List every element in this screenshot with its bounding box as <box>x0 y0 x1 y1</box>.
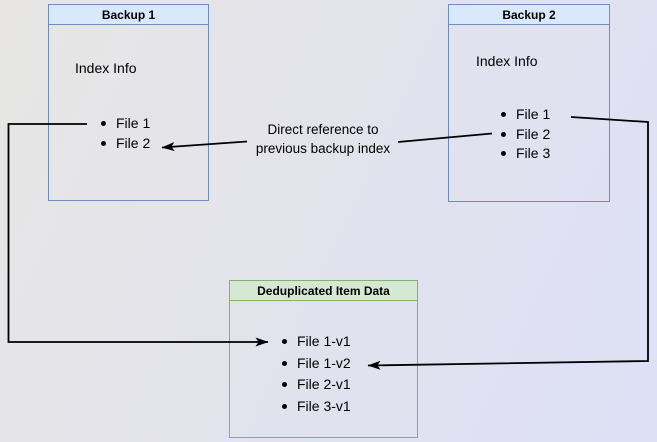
list-item: File 2 <box>101 133 150 153</box>
backup1-file-list: File 1 File 2 <box>101 113 150 153</box>
backup1-header: Backup 1 <box>49 5 208 25</box>
list-item: File 1 <box>501 105 550 125</box>
dedup-box: Deduplicated Item Data File 1-v1 File 1-… <box>229 280 418 438</box>
backup2-header: Backup 2 <box>449 5 609 25</box>
list-item: File 1 <box>101 113 150 133</box>
annotation-line1: Direct reference to <box>267 122 379 137</box>
backup2-box: Backup 2 Index Info File 1 File 2 File 3 <box>448 4 610 202</box>
list-item: File 2-v1 <box>282 374 351 396</box>
backup1-index-info-label: Index Info <box>75 60 137 76</box>
backup2-title: Backup 2 <box>502 7 556 22</box>
backup2-index-info-label: Index Info <box>476 53 538 69</box>
list-item: File 3 <box>501 144 550 164</box>
dedup-title: Deduplicated Item Data <box>257 283 390 298</box>
backup1-box: Backup 1 Index Info File 1 File 2 <box>48 4 209 201</box>
backup2-file-list: File 1 File 2 File 3 <box>501 105 550 164</box>
dedup-header: Deduplicated Item Data <box>230 281 417 301</box>
list-item: File 3-v1 <box>282 396 351 418</box>
list-item: File 2 <box>501 125 550 145</box>
dedup-file-list: File 1-v1 File 1-v2 File 2-v1 File 3-v1 <box>282 331 351 417</box>
list-item: File 1-v2 <box>282 353 351 375</box>
annotation-line2: previous backup index <box>255 141 391 156</box>
backup1-title: Backup 1 <box>101 7 156 22</box>
annotation-label: Direct reference to previous backup inde… <box>233 120 413 158</box>
list-item: File 1-v1 <box>282 331 351 353</box>
